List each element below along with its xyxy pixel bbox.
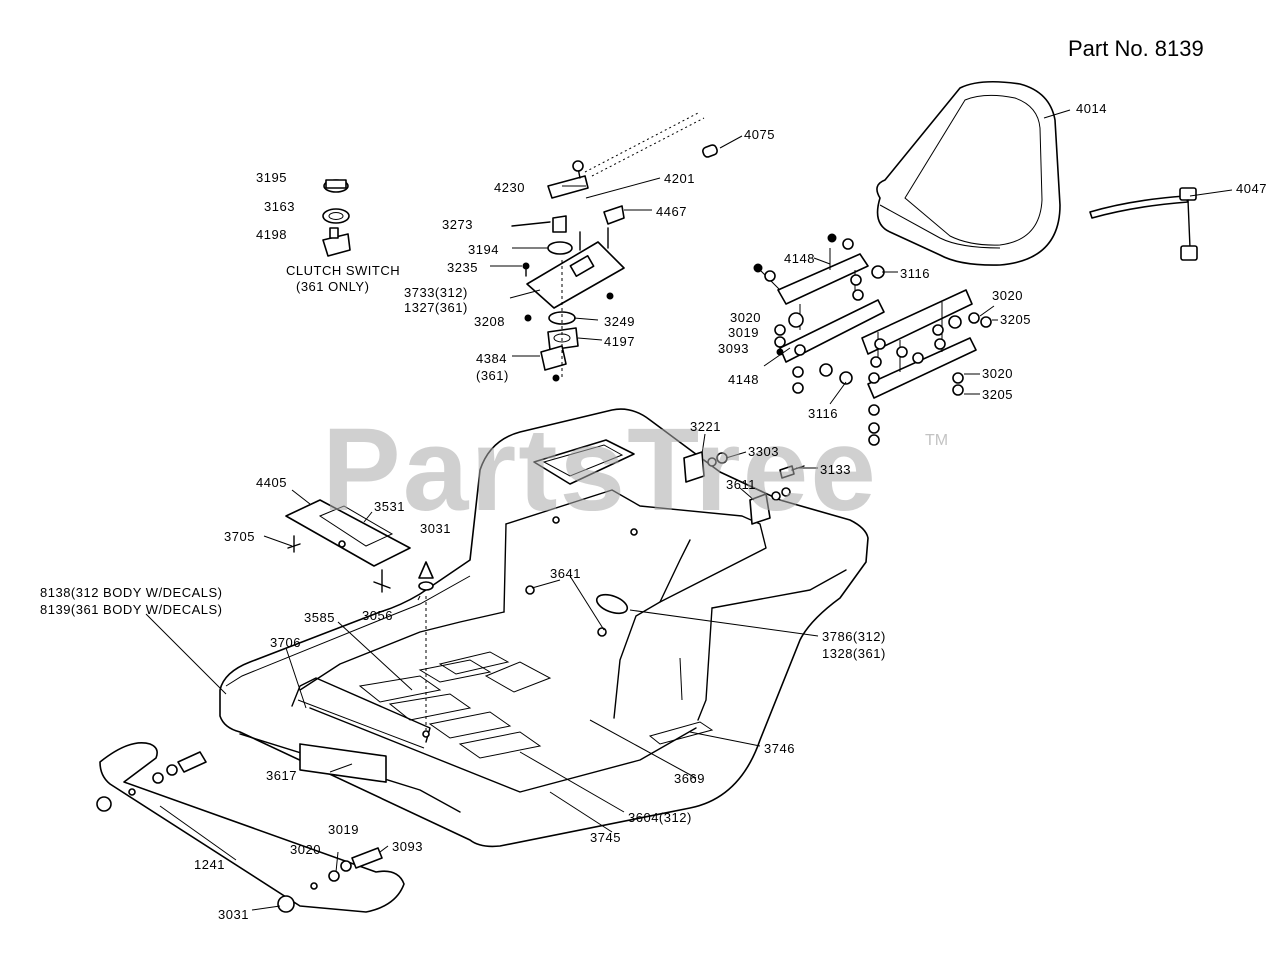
callout-4047: 4047	[1236, 181, 1267, 196]
callout-3205-bottom: 3205	[982, 387, 1013, 402]
callout-8139-body: 8139(361 BODY W/DECALS)	[40, 602, 223, 617]
front-bumper-drawing	[96, 742, 405, 913]
part-number-title: Part No. 8139	[1068, 36, 1204, 61]
callout-1328: 1328(361)	[822, 646, 886, 661]
callout-3194: 3194	[468, 242, 499, 257]
clutch-switch-note: (361 ONLY)	[296, 279, 370, 294]
callout-3235: 3235	[447, 260, 478, 275]
callout-3585: 3585	[304, 610, 335, 625]
seat-drawing	[876, 80, 1061, 266]
clutch-switch-label: CLUTCH SWITCH	[286, 263, 401, 278]
callout-4405: 4405	[256, 475, 287, 490]
callout-3195: 3195	[256, 170, 287, 185]
callout-4201: 4201	[664, 171, 695, 186]
body-tub-drawing	[219, 408, 869, 848]
callout-3604: 3604(312)	[628, 810, 692, 825]
callout-3273: 3273	[442, 217, 473, 232]
callout-3706: 3706	[270, 635, 301, 650]
callout-3163: 3163	[264, 199, 295, 214]
callout-3249: 3249	[604, 314, 635, 329]
callout-3221: 3221	[690, 419, 721, 434]
seat-strap-drawing	[1089, 187, 1198, 261]
callout-3208: 3208	[474, 314, 505, 329]
callout-4075: 4075	[744, 127, 775, 142]
callout-3031-top: 3031	[420, 521, 451, 536]
seat-bracket-drawing	[753, 233, 992, 446]
callout-3020-bumper: 3020	[290, 842, 321, 857]
callout-3617: 3617	[266, 768, 297, 783]
control-plate-drawing	[511, 111, 718, 382]
callout-3116-top: 3116	[900, 266, 930, 281]
callout-3133: 3133	[820, 462, 851, 477]
watermark-logo: PartsTree	[322, 404, 878, 536]
callout-4384-note: (361)	[476, 368, 509, 383]
callout-3116-bottom: 3116	[808, 406, 838, 421]
callout-4014: 4014	[1076, 101, 1107, 116]
leader-lines	[145, 109, 1233, 911]
callout-3020-right: 3020	[992, 288, 1023, 303]
callout-3205-right: 3205	[1000, 312, 1031, 327]
callout-4230: 4230	[494, 180, 525, 195]
watermark-trademark: TM	[925, 432, 949, 449]
callout-4148-top: 4148	[784, 251, 815, 266]
callout-3531: 3531	[374, 499, 405, 514]
callout-8138-body: 8138(312 BODY W/DECALS)	[40, 585, 223, 600]
callout-4197: 4197	[604, 334, 635, 349]
callout-1241: 1241	[194, 857, 225, 872]
callout-3056: 3056	[362, 608, 393, 623]
callout-3786: 3786(312)	[822, 629, 886, 644]
callout-3019-bumper: 3019	[328, 822, 359, 837]
bracket-4405-drawing	[285, 499, 411, 593]
callout-3745: 3745	[590, 830, 621, 845]
callout-3093-bumper: 3093	[392, 839, 423, 854]
callout-4384: 4384	[476, 351, 507, 366]
callout-3733: 3733(312)	[404, 285, 468, 300]
callout-1327: 1327(361)	[404, 300, 468, 315]
callout-3019-left: 3019	[728, 325, 759, 340]
hinge-hardware-drawing	[683, 451, 805, 525]
callout-3641: 3641	[550, 566, 581, 581]
callout-4148-bottom: 4148	[728, 372, 759, 387]
callout-4467: 4467	[656, 204, 687, 219]
callout-3020-left: 3020	[730, 310, 761, 325]
callout-3705: 3705	[224, 529, 255, 544]
callout-4198: 4198	[256, 227, 287, 242]
callout-3093-left: 3093	[718, 341, 749, 356]
callout-3020-bottom: 3020	[982, 366, 1013, 381]
clutch-switch-drawing	[322, 179, 351, 257]
callout-3303: 3303	[748, 444, 779, 459]
callout-3611: 3611	[726, 477, 756, 492]
callout-3669: 3669	[674, 771, 705, 786]
callout-3031-bumper: 3031	[218, 907, 249, 922]
callout-3746: 3746	[764, 741, 795, 756]
